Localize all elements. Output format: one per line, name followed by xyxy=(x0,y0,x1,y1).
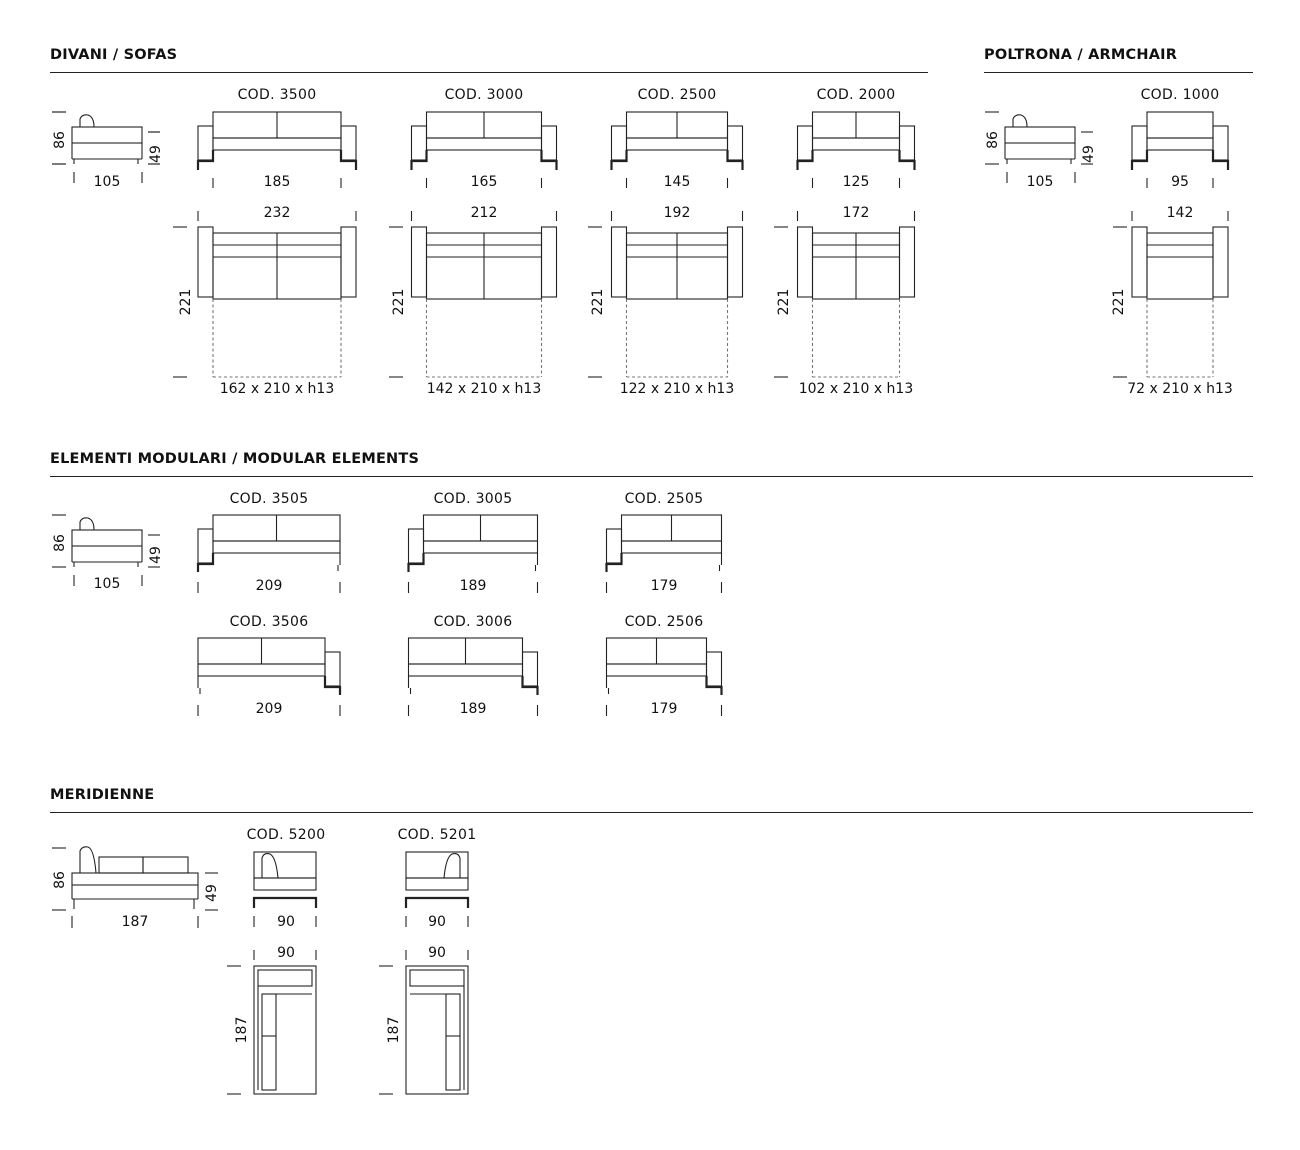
meridienne-5200-code: COD. 5200 xyxy=(246,827,326,843)
modular-3006-width: 189 xyxy=(459,701,487,717)
meridienne-side-length: 187 xyxy=(121,914,149,930)
sofa-3000-mattress: 142 x 210 x h13 xyxy=(426,381,542,397)
sofa-2500-width: 145 xyxy=(663,174,691,190)
sofa-3500-code: COD. 3500 xyxy=(237,87,317,103)
modular-2505-width: 179 xyxy=(650,578,678,594)
meridienne-5201-code: COD. 5201 xyxy=(397,827,477,843)
modular-side-view-drawing xyxy=(52,514,160,586)
modular-2505-code: COD. 2505 xyxy=(624,491,704,507)
armchair-open-drawing xyxy=(1113,211,1229,378)
modular-left-arm-drawing-1 xyxy=(407,514,539,593)
sofa-2500-code: COD. 2500 xyxy=(637,87,717,103)
armchair-side-depth: 105 xyxy=(1026,174,1054,190)
armchair-1000-width: 95 xyxy=(1171,174,1189,190)
sofa-open-drawing-1 xyxy=(389,211,558,378)
armchair-side-view-drawing xyxy=(52,111,1093,183)
sofa-2500-open-width: 192 xyxy=(663,205,691,221)
meridienne-side-view-drawing xyxy=(52,846,218,928)
sofa-2000-code: COD. 2000 xyxy=(816,87,896,103)
modular-right-arm-drawing-2 xyxy=(605,637,723,716)
sofa-3000-open-width: 212 xyxy=(470,205,498,221)
sofa-front-drawing-2 xyxy=(610,111,744,188)
meridienne-5200-top-drawing xyxy=(227,950,317,1095)
modular-left-arm-drawing-0 xyxy=(196,514,341,593)
sofa-front-drawing-0 xyxy=(196,111,358,188)
meridienne-5200-top-width: 90 xyxy=(277,945,295,961)
meridienne-5201-top-width: 90 xyxy=(428,945,446,961)
sofa-3000-code: COD. 3000 xyxy=(444,87,524,103)
meridienne-5201-width: 90 xyxy=(428,914,446,930)
meridienne-5201-top-drawing xyxy=(379,950,469,1095)
sofa-front-drawing-1 xyxy=(410,111,558,188)
modular-side-depth: 105 xyxy=(93,576,121,592)
meridienne-5200-front-drawing xyxy=(252,851,318,927)
modular-right-arm-drawing-0 xyxy=(197,637,342,716)
section-rule-sofas xyxy=(50,72,928,73)
section-rule-meridienne xyxy=(50,812,1253,813)
sofa-open-drawing-0 xyxy=(173,211,357,378)
modular-3505-width: 209 xyxy=(255,578,283,594)
modular-2506-width: 179 xyxy=(650,701,678,717)
sofa-2000-width: 125 xyxy=(842,174,870,190)
section-rule-modular xyxy=(50,476,1253,477)
sofa-side-view-drawing xyxy=(52,111,160,183)
modular-3506-code: COD. 3506 xyxy=(229,614,309,630)
armchair-1000-mattress: 72 x 210 x h13 xyxy=(1127,381,1233,397)
modular-right-arm-drawing-1 xyxy=(407,637,539,716)
armchair-1000-code: COD. 1000 xyxy=(1140,87,1220,103)
armchair-front-drawing xyxy=(1130,111,1230,188)
modular-3006-code: COD. 3006 xyxy=(433,614,513,630)
sofa-2500-mattress: 122 x 210 x h13 xyxy=(619,381,735,397)
sofa-2000-open-width: 172 xyxy=(842,205,870,221)
sofa-2000-mattress: 102 x 210 x h13 xyxy=(798,381,914,397)
modular-3506-width: 209 xyxy=(255,701,283,717)
modular-3005-width: 189 xyxy=(459,578,487,594)
sofa-3500-width: 185 xyxy=(263,174,291,190)
section-title-sofas: DIVANI / SOFAS xyxy=(50,47,178,63)
meridienne-5200-width: 90 xyxy=(277,914,295,930)
sofa-3500-mattress: 162 x 210 x h13 xyxy=(219,381,335,397)
sofa-3000-width: 165 xyxy=(470,174,498,190)
modular-3005-code: COD. 3005 xyxy=(433,491,513,507)
section-title-meridienne: MERIDIENNE xyxy=(50,787,155,803)
sofa-open-drawing-3 xyxy=(774,211,916,378)
modular-2506-code: COD. 2506 xyxy=(624,614,704,630)
modular-left-arm-drawing-2 xyxy=(605,514,723,593)
section-rule-armchair xyxy=(984,72,1253,73)
modular-3505-code: COD. 3505 xyxy=(229,491,309,507)
section-title-modular: ELEMENTI MODULARI / MODULAR ELEMENTS xyxy=(50,451,420,467)
armchair-1000-open-width: 142 xyxy=(1166,205,1194,221)
meridienne-5201-front-drawing xyxy=(404,851,470,927)
section-title-armchair: POLTRONA / ARMCHAIR xyxy=(984,47,1178,63)
sofa-front-drawing-3 xyxy=(796,111,916,188)
sofa-3500-open-width: 232 xyxy=(263,205,291,221)
sofa-side-depth: 105 xyxy=(93,174,121,190)
sofa-open-drawing-2 xyxy=(588,211,744,378)
